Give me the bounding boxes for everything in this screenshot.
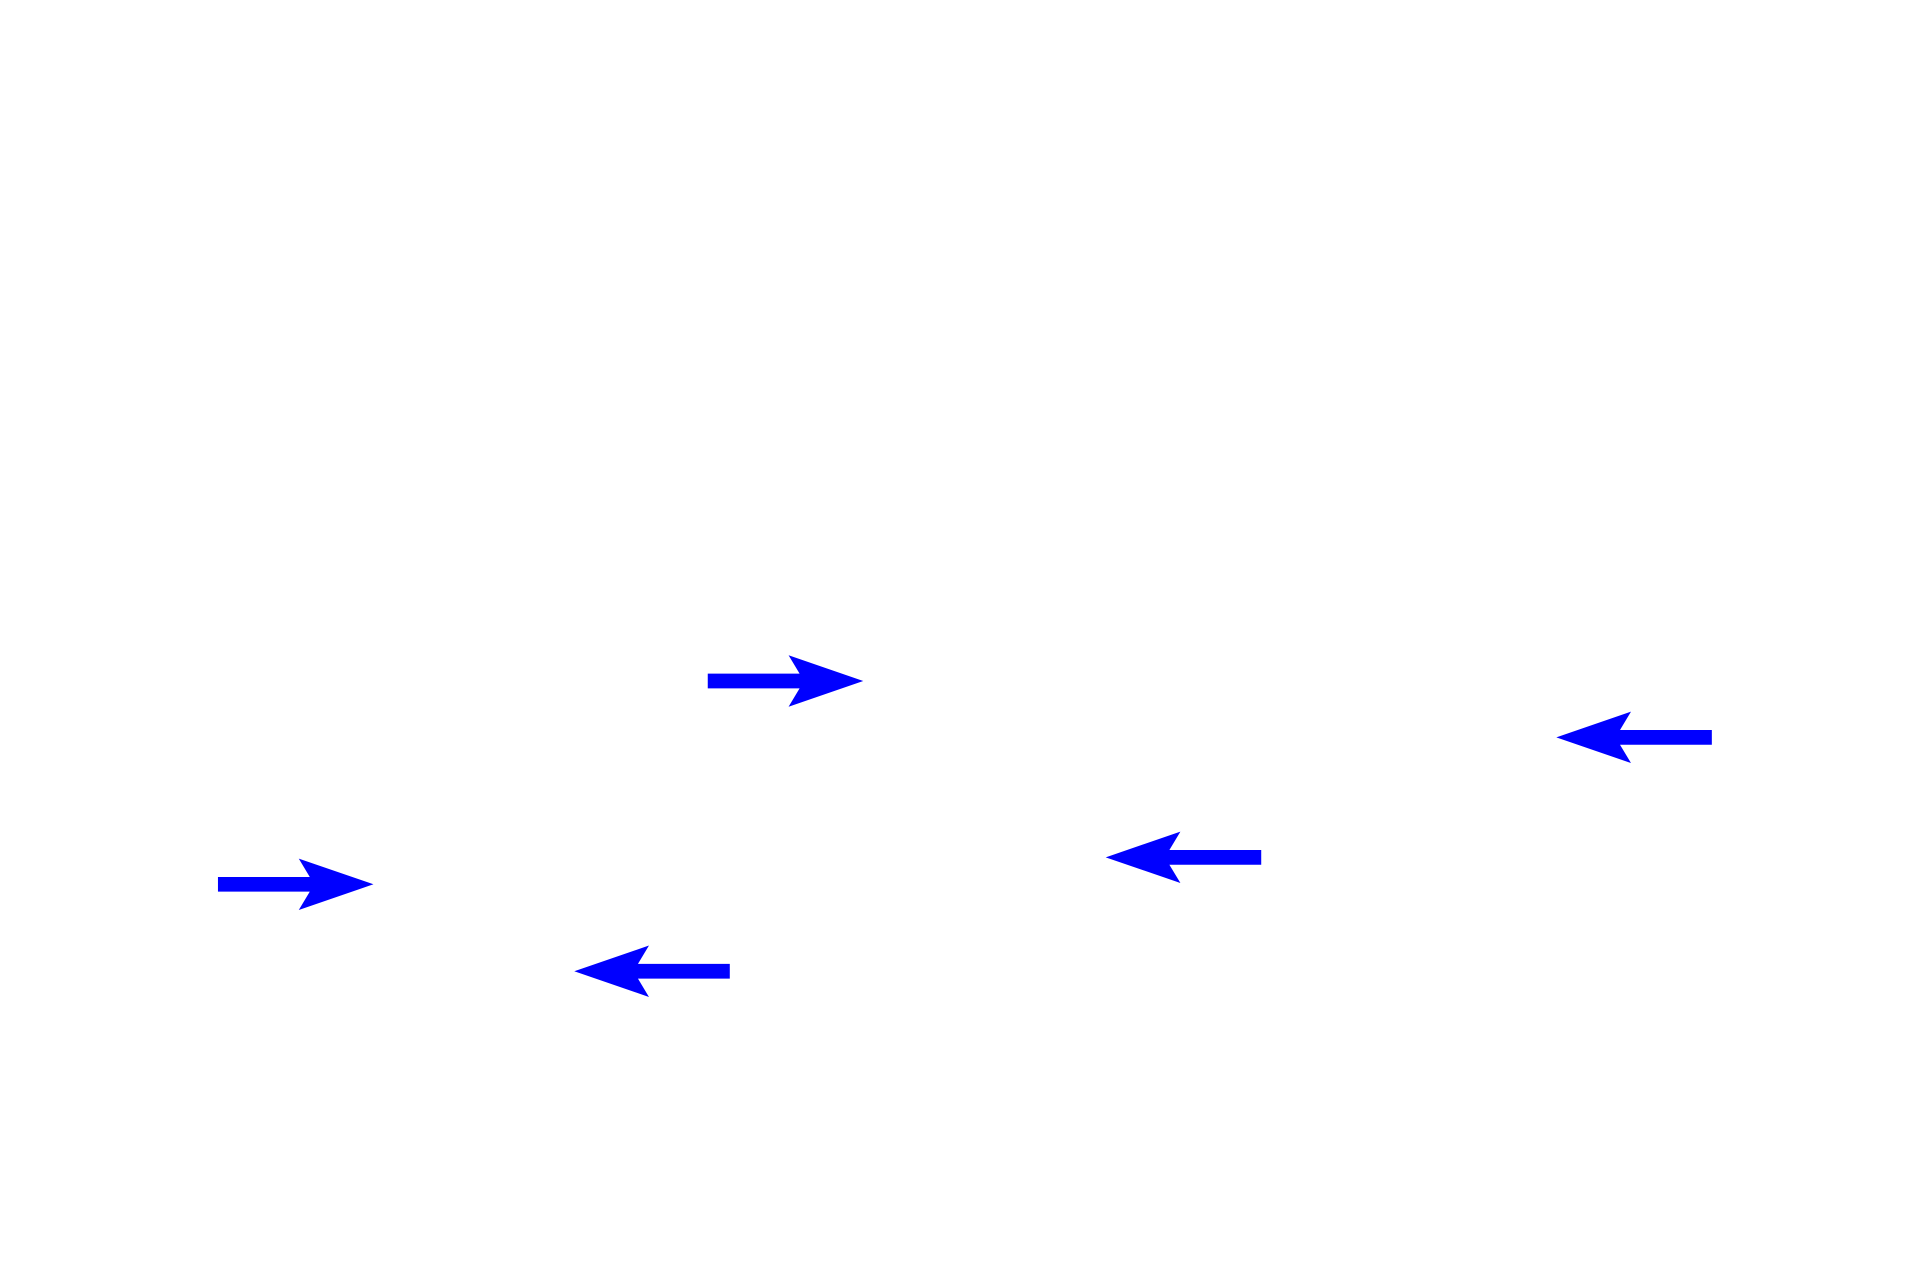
arrow-left-icon <box>574 945 730 997</box>
arrow-left-icon <box>1105 831 1262 884</box>
arrow-right-icon <box>707 655 864 707</box>
arrow-left-icon <box>1556 711 1712 764</box>
arrow-right-icon <box>217 858 374 910</box>
